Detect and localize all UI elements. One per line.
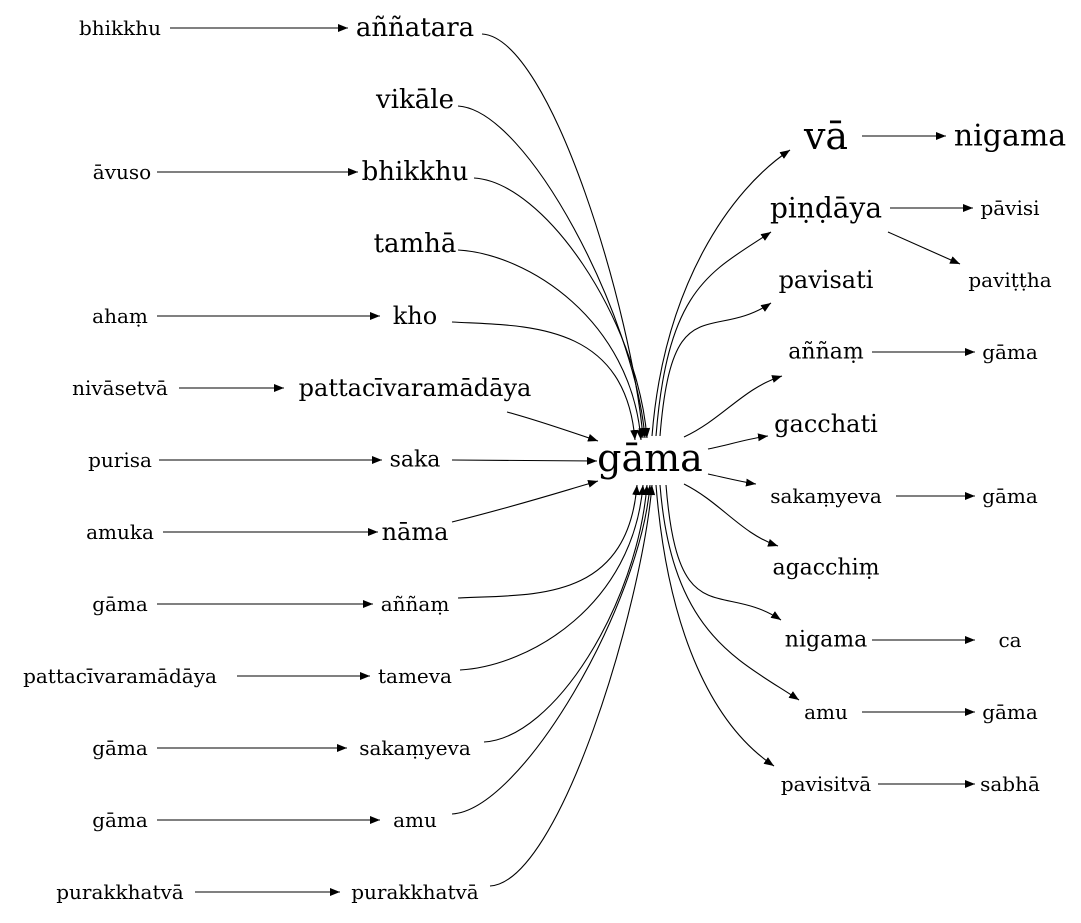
edge-center-to-agacchim (683, 483, 779, 547)
left-word-amu: amu (393, 808, 437, 832)
right-word-pindaya: piṇḍāya (770, 192, 882, 225)
edge-center-to-pavisitva (655, 484, 775, 767)
edge-center-to-sakamyeva (707, 473, 757, 487)
right-word-pavisitva: pavisitvā (781, 772, 871, 796)
edge-sakamyeva-to-center (483, 484, 651, 743)
left-word-nama: nāma (382, 518, 449, 546)
edge-vikale-to-center (457, 105, 649, 439)
edge-bhikkhu-to-center (473, 177, 651, 439)
left-word-saka: saka (390, 448, 441, 473)
right-word-pavisati: pavisati (779, 266, 874, 294)
edge-center-to-pindaya (655, 231, 772, 437)
left-word-tamha: tamhā (374, 229, 457, 259)
right-word-nigama: nigama (785, 628, 867, 653)
left-source-gama: gāma (92, 808, 148, 832)
edge-center-to-va (651, 149, 791, 437)
edge-center-to-annam (683, 375, 783, 438)
edge-purakkhatva-to-center (489, 484, 656, 887)
left-word-purakkhatva: purakkhatvā (351, 880, 479, 904)
right-word-agacchim: agacchiṃ (772, 556, 879, 581)
left-source-aham: ahaṃ (92, 304, 148, 328)
edges-layer (157, 24, 975, 896)
left-source-purakkhatva: purakkhatvā (56, 880, 184, 904)
right-next-pavittha: paviṭṭha (968, 268, 1051, 292)
right-next-nigama: nigama (954, 119, 1066, 154)
left-source-amuka: amuka (86, 520, 154, 544)
right-next-sabha: sabhā (980, 772, 1040, 796)
right-next-gama: gāma (982, 340, 1038, 364)
edge-center-to-pavisati (659, 302, 772, 437)
edge-center-to-amu (659, 484, 800, 701)
right-word-va: vā (803, 114, 848, 158)
edge-tamha-to-center (457, 249, 645, 441)
right-next-pavisi: pāvisi (980, 196, 1039, 220)
edge-pattacivaramadaya-to-center (506, 411, 599, 442)
edge-saka-to-center (451, 456, 598, 465)
left-word-sakamyeva: sakaṃyeva (359, 736, 471, 760)
right-word-annam: aññaṃ (788, 340, 864, 365)
edge-annam-to-center (457, 484, 641, 599)
left-word-vikale: vikāle (375, 85, 454, 115)
edge-nama-to-center (451, 479, 599, 523)
nodes-layer: gāma bhikkhu aññatara vikāle āvuso bhikkhu tam… (23, 13, 1066, 904)
edge-kho-to-center (451, 321, 639, 441)
left-source-avuso: āvuso (93, 160, 151, 184)
edge-amu-to-center (451, 484, 654, 815)
left-source-gama: gāma (92, 592, 148, 616)
center-node-gama: gāma (597, 436, 703, 480)
left-word-annatara: aññatara (356, 13, 474, 43)
edge-tameva-to-center (459, 484, 647, 671)
right-word-amu: amu (804, 700, 848, 724)
edge-center-to-nigama (665, 484, 782, 621)
left-source-gama: gāma (92, 736, 148, 760)
left-word-bhikkhu: bhikkhu (362, 157, 469, 187)
edge-center-to-gacchati (707, 433, 769, 450)
left-source-bhikkhu: bhikkhu (79, 16, 161, 40)
left-source-nivasetva: nivāsetvā (72, 376, 168, 400)
right-word-sakamyeva: sakaṃyeva (770, 484, 882, 508)
left-word-annam: aññaṃ (381, 592, 450, 616)
right-next-ca: ca (998, 628, 1021, 652)
left-source-purisa: purisa (88, 448, 152, 472)
left-word-tameva: tameva (378, 664, 452, 688)
right-next-gama: gāma (982, 700, 1038, 724)
edge-pindaya-to-pavittha (887, 231, 961, 265)
left-source-pattacivaramadaya: pattacīvaramādāya (23, 664, 217, 688)
left-word-kho: kho (393, 302, 437, 330)
right-next-gama: gāma (982, 484, 1038, 508)
right-word-gacchati: gacchati (774, 410, 878, 438)
left-word-pattacivaramadaya: pattacīvaramādāya (299, 374, 532, 402)
